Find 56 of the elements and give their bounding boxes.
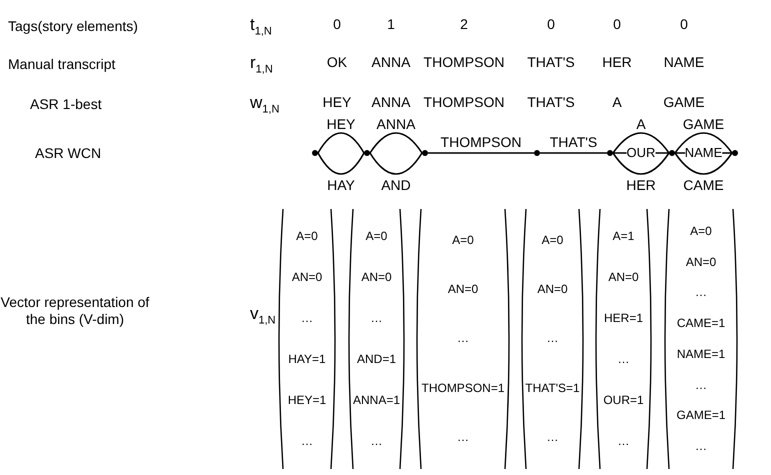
transcript-word: THAT'S	[527, 54, 575, 71]
edge-label: A	[636, 116, 646, 132]
transcript-word: HER	[602, 54, 632, 71]
row-heading: ASR 1-best	[30, 96, 102, 113]
lattice-arc	[317, 132, 365, 154]
transcript-word: THOMPSON	[424, 54, 504, 71]
lattice-arc	[317, 152, 365, 175]
transcript-word: ANNA	[372, 54, 410, 71]
lattice-node	[364, 150, 370, 156]
hypothesis-word: ANNA	[372, 94, 410, 111]
lattice-arc	[674, 152, 733, 175]
lattice-arc	[540, 152, 607, 154]
row-heading: ASR WCN	[35, 145, 102, 162]
edge-label: CAME	[683, 177, 724, 193]
edge-label: AND	[381, 177, 411, 193]
tag-value: 0	[680, 16, 688, 33]
tag-value: 0	[547, 16, 555, 33]
lattice-node	[732, 150, 738, 156]
row-heading: Vector representation of the bins (V-dim)	[0, 294, 150, 328]
math-symbol: r$_{1,N}$	[250, 54, 273, 78]
edge-label: NAME	[684, 146, 722, 159]
edge-label: OUR	[626, 146, 656, 159]
lattice-arc	[612, 152, 670, 175]
tag-value: 0	[613, 16, 621, 33]
hypothesis-word: HEY	[322, 94, 352, 111]
edge-label: THAT'S	[550, 134, 598, 150]
row-heading: Tags(story elements)	[8, 18, 138, 35]
tag-value: 0	[333, 16, 341, 33]
hypothesis-word: GAME	[663, 94, 705, 111]
math-symbol: t$_{1,N}$	[250, 16, 272, 40]
hypothesis-word: THOMPSON	[424, 94, 504, 111]
transcript-word: NAME	[664, 54, 704, 71]
edge-label: HAY	[327, 177, 355, 193]
edge-label: THOMPSON	[440, 134, 522, 150]
tag-value: 1	[387, 16, 395, 33]
lattice-arc	[674, 132, 733, 154]
hypothesis-word: THAT'S	[527, 94, 575, 111]
edge-label: GAME	[682, 116, 724, 132]
lattice-node	[422, 150, 428, 156]
edge-label: HEY	[326, 116, 356, 132]
lattice-node	[312, 150, 318, 156]
row-heading: Manual transcript	[8, 56, 116, 73]
hypothesis-word: A	[612, 94, 622, 111]
lattice-arc	[612, 132, 670, 154]
math-symbol: w$_{1,N}$	[250, 94, 280, 118]
edge-label: ANNA	[376, 116, 416, 132]
transcript-word: OK	[326, 54, 348, 71]
lattice-node	[669, 150, 675, 156]
lattice-arc	[428, 152, 534, 154]
lattice-node	[534, 150, 540, 156]
math-symbol: v$_{1,N}$	[250, 305, 276, 328]
tag-value: 2	[460, 16, 468, 33]
edge-label: HER	[626, 177, 656, 193]
lattice-arc	[369, 152, 423, 175]
lattice-node	[607, 150, 613, 156]
lattice-arc	[369, 132, 423, 154]
